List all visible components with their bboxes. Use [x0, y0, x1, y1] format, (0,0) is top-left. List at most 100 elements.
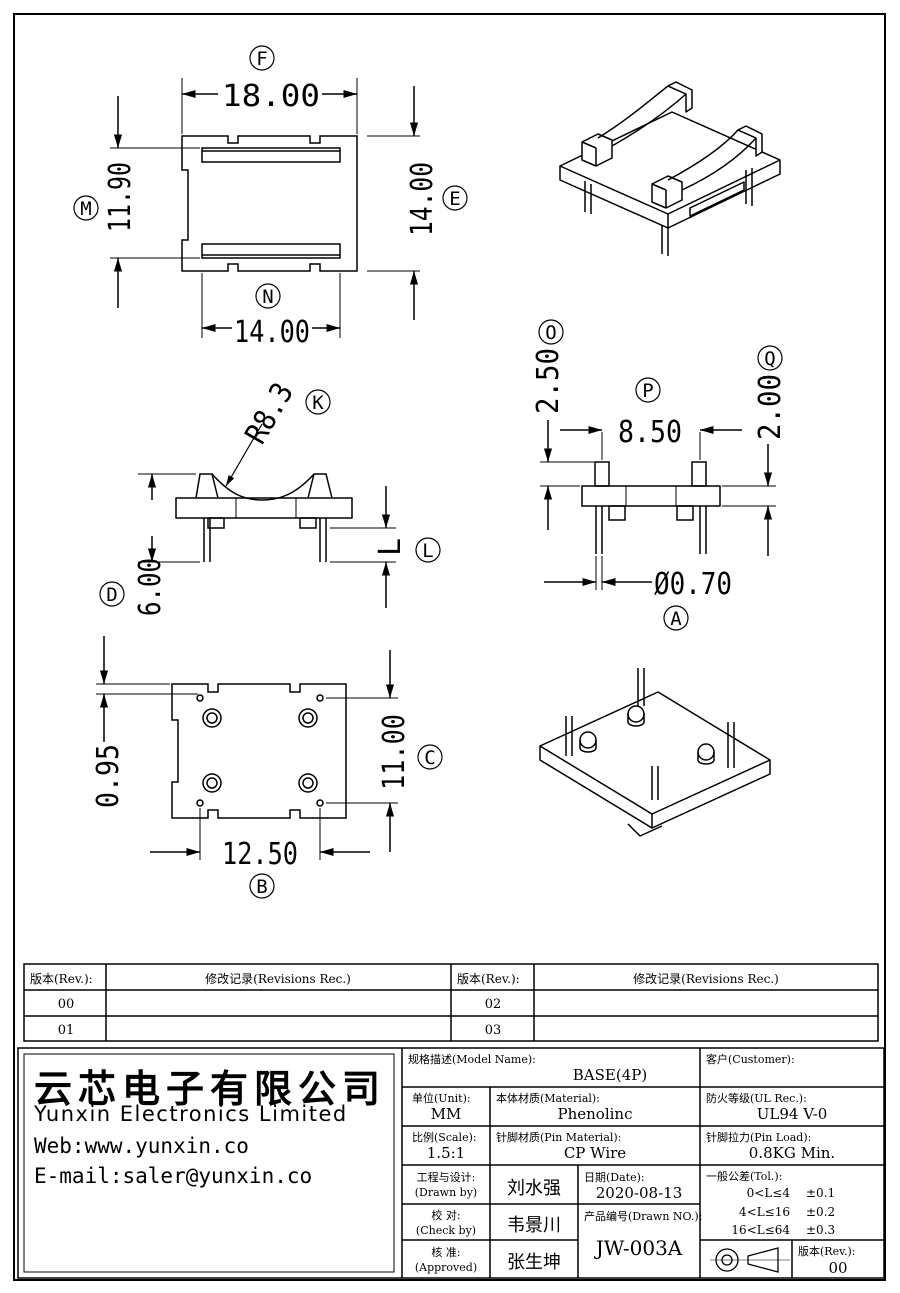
- drawn-no-value: JW-003A: [595, 1236, 683, 1260]
- tol-value-1: ±0.1: [806, 1186, 836, 1200]
- approved-label-en: (Approved): [414, 1261, 478, 1274]
- ref-l-badge: L: [415, 537, 441, 563]
- dim-095-text: 0.95: [91, 744, 126, 808]
- ref-e-badge: E: [442, 185, 468, 211]
- dim-q-text: 2.00: [753, 374, 788, 440]
- drawn-no-label: 产品编号(Drawn NO.):: [584, 1210, 703, 1223]
- svg-text:Q: Q: [764, 348, 775, 370]
- rev-row-01: 01: [58, 1023, 75, 1038]
- dim-n-text: 14.00: [234, 315, 310, 350]
- svg-text:F: F: [256, 48, 267, 70]
- isometric-view-top: [559, 81, 781, 256]
- svg-text:K: K: [312, 392, 324, 414]
- side-view: [138, 423, 396, 608]
- rev-row-03: 03: [485, 1023, 502, 1038]
- svg-text:B: B: [256, 876, 267, 898]
- top-view: [110, 78, 420, 338]
- front-view: [540, 420, 776, 590]
- checked-by-value: 韦景川: [507, 1215, 561, 1236]
- rev-value: 00: [828, 1259, 848, 1277]
- title-block-grid: [17, 1047, 885, 1279]
- dim-r-text: R8.3: [239, 377, 301, 450]
- svg-text:N: N: [262, 286, 273, 308]
- ref-f-badge: F: [249, 45, 275, 71]
- pin-material-value: CP Wire: [563, 1144, 627, 1162]
- dim-f-text: 18.00: [222, 79, 320, 114]
- check-label: 校 对:: [431, 1209, 461, 1222]
- ul-label: 防火等级(UL Rec.):: [706, 1092, 807, 1105]
- date-label: 日期(Date):: [584, 1171, 645, 1184]
- drawn-label: 工程与设计:: [416, 1171, 476, 1184]
- svg-text:D: D: [106, 584, 117, 606]
- rev-row-00: 00: [58, 997, 75, 1012]
- isometric-view-bottom: [539, 668, 771, 837]
- rev-header-right: 版本(Rev.):: [457, 972, 520, 986]
- company-name-cn: 云芯电子有限公司: [34, 1067, 387, 1111]
- dim-d-text: 6.00: [133, 558, 168, 616]
- dim-e-text: 14.00: [405, 162, 440, 236]
- tol-value-2: ±0.2: [806, 1205, 836, 1219]
- rec-header-left: 修改记录(Revisions Rec.): [205, 971, 351, 986]
- company-web: Web:www.yunxin.co: [34, 1134, 249, 1158]
- unit-value: MM: [430, 1105, 462, 1123]
- ref-d-badge: D: [99, 581, 125, 607]
- svg-text:L: L: [422, 540, 433, 562]
- svg-text:E: E: [449, 188, 460, 210]
- ref-b-badge: B: [249, 873, 275, 899]
- material-value: Phenolinc: [557, 1105, 633, 1123]
- unit-label: 单位(Unit):: [412, 1092, 471, 1105]
- tol-range-3: 16<L≤64: [731, 1223, 790, 1237]
- dim-o-text: 2.50: [531, 348, 566, 414]
- ref-c-badge: C: [417, 744, 443, 770]
- dim-m-text: 11.90: [103, 162, 138, 232]
- ref-a-badge: A: [663, 605, 689, 631]
- svg-text:P: P: [642, 380, 653, 402]
- scale-value: 1.5:1: [426, 1144, 466, 1162]
- material-label: 本体材质(Material):: [496, 1092, 600, 1105]
- dim-p-text: 8.50: [618, 415, 682, 450]
- tol-value-3: ±0.3: [806, 1223, 836, 1237]
- tol-label: 一般公差(Tol.):: [706, 1170, 783, 1183]
- svg-text:M: M: [80, 198, 91, 220]
- dim-l-text: L: [373, 538, 408, 556]
- ref-p-badge: P: [635, 377, 661, 403]
- company-name-en: Yunxin Electronics Limited: [34, 1102, 348, 1126]
- dim-b-text: 12.50: [222, 837, 298, 872]
- drawn-label-en: (Drawn by): [414, 1186, 478, 1199]
- customer-label: 客户(Customer):: [706, 1053, 795, 1066]
- tol-range-1: 0<L≤4: [746, 1186, 790, 1200]
- scale-label: 比例(Scale):: [412, 1131, 477, 1144]
- pin-material-label: 针脚材质(Pin Material):: [496, 1131, 622, 1144]
- svg-text:C: C: [424, 747, 435, 769]
- ref-q-badge: Q: [757, 345, 783, 371]
- projection-symbol-icon: [710, 1247, 790, 1273]
- pin-load-label: 针脚拉力(Pin Load):: [706, 1131, 812, 1144]
- svg-text:O: O: [545, 322, 556, 344]
- drawn-by-value: 刘水强: [507, 1178, 561, 1199]
- ref-k-badge: K: [305, 389, 331, 415]
- ref-o-badge: O: [538, 319, 564, 345]
- date-value: 2020-08-13: [595, 1184, 683, 1202]
- dim-a-text: Ø0.70: [654, 567, 732, 602]
- sheet-border: [13, 13, 886, 1281]
- rev-label: 版本(Rev.):: [798, 1245, 856, 1258]
- ul-value: UL94 V-0: [756, 1105, 828, 1123]
- rev-header-left: 版本(Rev.):: [30, 972, 93, 986]
- company-email: E-mail:saler@yunxin.co: [34, 1164, 313, 1188]
- dim-c-text: 11.00: [377, 714, 412, 790]
- ref-n-badge: N: [255, 283, 281, 309]
- tol-range-2: 4<L≤16: [739, 1205, 790, 1219]
- approved-label: 核 准:: [431, 1246, 461, 1259]
- svg-text:A: A: [670, 608, 682, 630]
- approved-by-value: 张生坤: [507, 1252, 561, 1273]
- ref-m-badge: M: [73, 195, 99, 221]
- model-value: BASE(4P): [572, 1066, 648, 1084]
- revision-table: [23, 963, 879, 1042]
- rev-row-02: 02: [485, 997, 502, 1012]
- model-label: 规格描述(Model Name):: [408, 1053, 536, 1066]
- rec-header-right: 修改记录(Revisions Rec.): [633, 971, 779, 986]
- check-label-en: (Check by): [415, 1224, 477, 1237]
- pin-load-value: 0.8KG Min.: [748, 1144, 836, 1162]
- bottom-view: [96, 636, 398, 860]
